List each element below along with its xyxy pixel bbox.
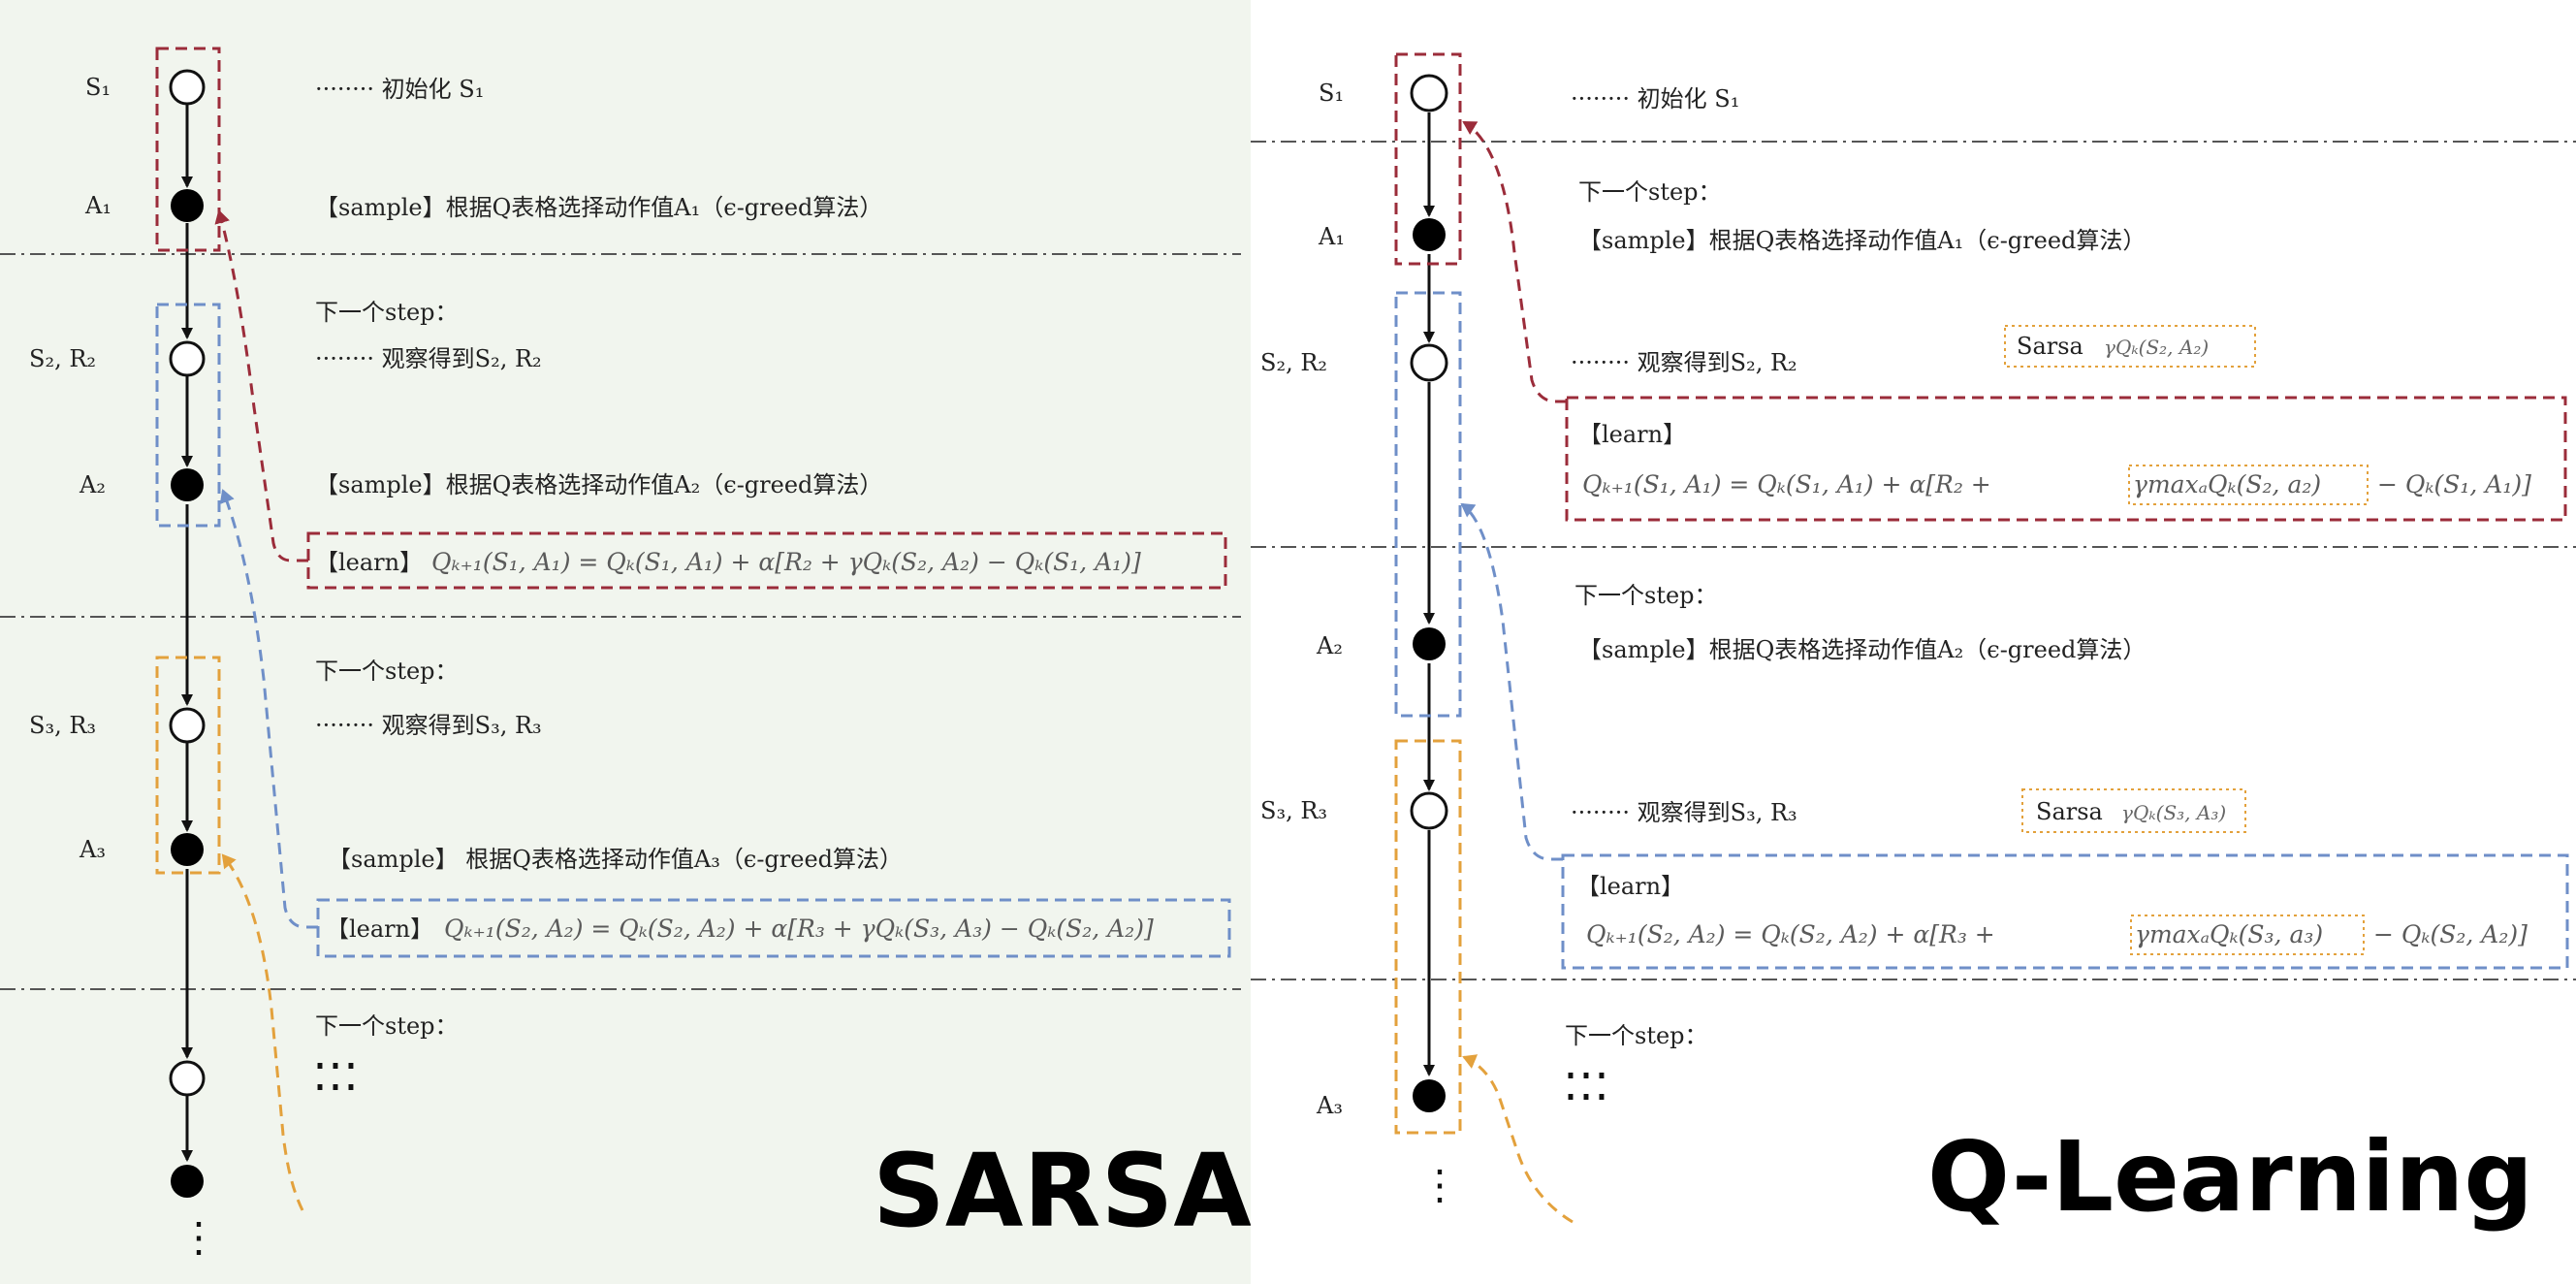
learn-formula: Qₖ₊₁(S₁, A₁) = Qₖ(S₁, A₁) + α[R₂ + γQₖ(S… — [431, 548, 1141, 576]
init-text: ········ 初始化 S₁ — [1571, 85, 1739, 112]
label-a1: A₁ — [84, 192, 111, 219]
observe-s2-text: ········ 观察得到S₂, R₂ — [315, 345, 542, 372]
horizontal-ellipsis: ⋯ — [1563, 1069, 1609, 1123]
label-s1: S₁ — [85, 74, 111, 101]
sarsa-note-formula: γQₖ(S₂, A₂) — [2104, 336, 2209, 359]
init-text: ········ 初始化 S₁ — [315, 76, 484, 103]
sarsa-panel: ⋮ S₁ A₁ S₂, R₂ A₂ S₃, R₃ A₃ ········ 初始化… — [0, 0, 1251, 1284]
action-node-a3 — [1413, 1079, 1446, 1112]
feedback-arrow-red — [1462, 120, 1567, 403]
group-box-orange — [1394, 739, 1462, 1135]
state-node-s3 — [169, 707, 206, 744]
max-term-box — [2130, 915, 2365, 955]
sarsa-note-box — [2021, 788, 2246, 833]
group-box-blue — [155, 303, 221, 528]
sarsa-diagram: ⋮ S₁ A₁ S₂, R₂ A₂ S₃, R₃ A₃ ········ 初始化… — [0, 47, 1251, 1261]
learn-tag: 【learn】 — [1576, 873, 1684, 900]
state-node-s3 — [1410, 791, 1448, 830]
learn-tag: 【learn】 — [326, 915, 433, 943]
label-a2: A₂ — [1316, 632, 1343, 659]
label-s3: S₃, R₃ — [29, 712, 96, 739]
feedback-arrow-orange — [221, 853, 304, 1211]
action-node-a2 — [171, 468, 204, 501]
group-box-red — [1394, 52, 1462, 266]
next-step-text: 下一个step： — [315, 299, 459, 326]
group-box-blue — [1394, 291, 1462, 718]
observe-s3-text: ········ 观察得到S₃, R₃ — [315, 712, 542, 739]
label-a3: A₃ — [1316, 1092, 1343, 1119]
learn-formula-part: − Qₖ(S₂, A₂)] — [2373, 920, 2528, 948]
max-term: γmaxₐQₖ(S₂, a₂) — [2133, 470, 2321, 498]
sarsa-note-box — [2004, 325, 2256, 368]
qlearning-panel: ⋮ S₁ A₁ S₂, R₂ A₂ S₃, R₃ A₃ ········ 初始化… — [1251, 0, 2576, 1284]
panel-title: SARSA — [873, 1132, 1251, 1250]
max-term: γmaxₐQₖ(S₃, a₃) — [2135, 920, 2323, 948]
observe-s3-text: ········ 观察得到S₃, R₃ — [1571, 799, 1797, 826]
label-a3: A₃ — [79, 836, 106, 863]
horizontal-ellipsis: ⋯ — [312, 1059, 359, 1113]
next-step-text: 下一个step： — [1578, 178, 1722, 206]
learn-box-red — [1565, 396, 2567, 522]
max-term-box — [2128, 465, 2369, 505]
label-s1: S₁ — [1319, 80, 1344, 107]
action-node-a2 — [1413, 627, 1446, 660]
learn-tag: 【learn】 — [1578, 421, 1686, 448]
label-a2: A₂ — [79, 471, 106, 498]
sarsa-note-formula: γQₖ(S₃, A₃) — [2121, 801, 2226, 824]
qlearning-diagram: ⋮ S₁ A₁ S₂, R₂ A₂ S₃, R₃ A₃ ········ 初始化… — [1251, 52, 2576, 1234]
vertical-ellipsis: ⋮ — [178, 1213, 219, 1261]
sample-a3-text: 【sample】 根据Q表格选择动作值A₃（ϵ-greed算法） — [328, 846, 903, 873]
learn-tag: 【learn】 — [315, 549, 423, 576]
state-node-s2 — [1410, 343, 1448, 382]
label-s2: S₂, R₂ — [1260, 349, 1327, 376]
action-node-next — [171, 1165, 204, 1198]
sarsa-note-label: Sarsa — [2017, 333, 2083, 360]
state-node-next — [169, 1060, 206, 1097]
learn-box-blue — [1561, 853, 2569, 970]
label-s3: S₃, R₃ — [1260, 797, 1327, 824]
action-node-a1 — [171, 189, 204, 222]
feedback-arrow-blue — [1460, 502, 1563, 861]
panel-title: Q-Learning — [1927, 1120, 2533, 1234]
observe-s2-text: ········ 观察得到S₂, R₂ — [1571, 349, 1797, 376]
action-node-a1 — [1413, 218, 1446, 251]
sample-a1-text: 【sample】根据Q表格选择动作值A₁（ϵ-greed算法） — [1578, 227, 2146, 254]
learn-formula: Qₖ₊₁(S₂, A₂) = Qₖ(S₂, A₂) + α[R₃ + γQₖ(S… — [444, 915, 1154, 943]
label-s2: S₂, R₂ — [29, 345, 96, 372]
next-step-text: 下一个step： — [1574, 582, 1718, 609]
horizontal-ellipsis: ⋯ — [1563, 1047, 1609, 1102]
sample-a1-text: 【sample】根据Q表格选择动作值A₁（ϵ-greed算法） — [315, 194, 882, 221]
action-node-a3 — [171, 833, 204, 866]
next-step-text: 下一个step： — [315, 658, 459, 685]
learn-formula-part: Qₖ₊₁(S₁, A₁) = Qₖ(S₁, A₁) + α[R₂ + — [1582, 470, 1991, 498]
feedback-arrow-blue — [219, 489, 318, 929]
group-box-orange — [155, 656, 221, 875]
feedback-arrow-red — [214, 209, 308, 562]
vertical-ellipsis: ⋮ — [1419, 1161, 1460, 1208]
sarsa-note-label: Sarsa — [2036, 798, 2103, 825]
state-node-s1 — [169, 69, 206, 106]
feedback-arrow-orange — [1462, 1054, 1574, 1224]
label-a1: A₁ — [1318, 223, 1345, 250]
learn-formula-part: Qₖ₊₁(S₂, A₂) = Qₖ(S₂, A₂) + α[R₃ + — [1586, 920, 1995, 948]
state-node-s2 — [169, 340, 206, 377]
horizontal-ellipsis: ⋯ — [312, 1038, 359, 1092]
sample-a2-text: 【sample】根据Q表格选择动作值A₂（ϵ-greed算法） — [315, 471, 882, 498]
next-step-text: 下一个step： — [315, 1012, 459, 1040]
learn-formula-part: − Qₖ(S₁, A₁)] — [2377, 470, 2531, 498]
state-node-s1 — [1410, 74, 1448, 112]
next-step-text: 下一个step： — [1565, 1022, 1708, 1049]
group-box-red — [155, 47, 221, 252]
sample-a2-text: 【sample】根据Q表格选择动作值A₂（ϵ-greed算法） — [1578, 636, 2146, 663]
